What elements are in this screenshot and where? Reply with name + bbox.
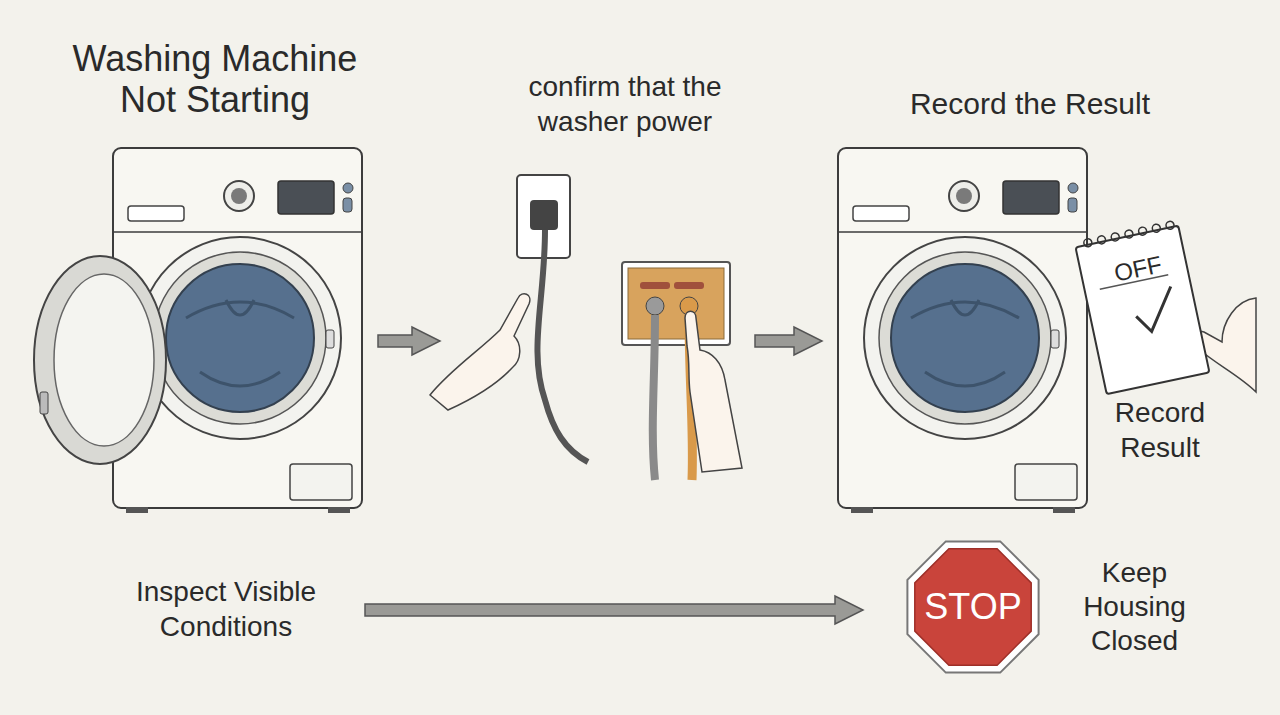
check-mark	[1132, 287, 1179, 334]
notepad-rings	[1083, 221, 1175, 248]
notepad-sheet	[1076, 226, 1210, 395]
valve-box-frame	[622, 262, 730, 345]
power-cord	[537, 230, 588, 462]
door-handle	[40, 392, 48, 414]
step-text: Record the Result	[890, 86, 1170, 121]
stop-node: STOP Keep Housing Closed	[866, 530, 1206, 685]
door-ring	[34, 256, 166, 464]
notepad-node: OFFRecord Result	[1075, 215, 1255, 465]
stop-sign-rim	[907, 541, 1038, 672]
cold-hose	[653, 315, 655, 480]
warning-text: Keep Housing Closed	[1067, 556, 1202, 658]
hot-valve-handle	[674, 282, 704, 289]
cold-valve	[646, 297, 664, 315]
inspect-node: Inspect Visible Conditions	[95, 570, 362, 645]
valve-box	[628, 268, 724, 339]
panel-power-check: confirm that the washer power	[443, 65, 752, 480]
note-label: Record Result	[1095, 395, 1225, 465]
valve-hand	[685, 311, 742, 472]
panel-washer-start: Washing Machine Not Starting	[30, 30, 375, 515]
flow-arrow	[378, 327, 440, 355]
step-text: Inspect Visible Conditions	[106, 574, 346, 644]
plug	[530, 200, 558, 230]
step-text: confirm that the washer power	[505, 69, 745, 139]
flow-arrow	[755, 327, 822, 355]
pointing-hand	[430, 294, 530, 410]
cold-valve-handle	[640, 282, 670, 289]
stop-text: STOP	[913, 587, 1033, 627]
heading-text: Washing Machine Not Starting	[65, 38, 365, 120]
wall-outlet	[517, 175, 588, 462]
washer-right	[838, 148, 1087, 513]
door-glass	[54, 274, 154, 446]
open-door	[34, 256, 166, 464]
panel-record: Record the ResultOFFRecord Result	[825, 80, 1255, 515]
flow-arrow	[365, 596, 863, 624]
